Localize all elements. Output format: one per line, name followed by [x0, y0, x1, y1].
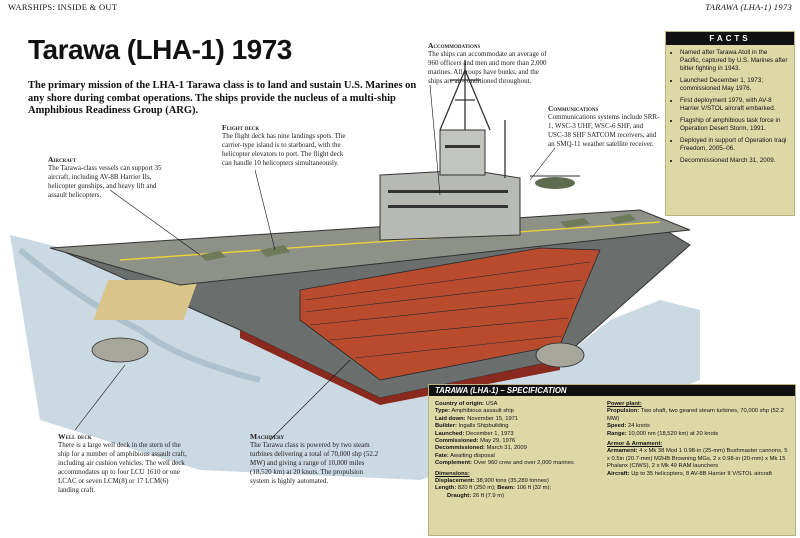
spec-row: Decommissioned: March 31, 2009 — [435, 445, 527, 452]
running-header-left: WARSHIPS: INSIDE & OUT — [8, 2, 118, 12]
callout-machinery-text: The Tarawa class is powered by two steam… — [250, 441, 379, 485]
specification-right-column: Power plant: Propulsion: Two shaft, two … — [607, 401, 789, 478]
callout-machinery-heading: Machinery — [250, 432, 285, 441]
facts-item: First deployment 1979, with AV-8 Harrier… — [680, 97, 788, 113]
spec-row: Speed: 24 knots — [607, 423, 650, 430]
callout-accommodations-heading: Accommodations — [428, 41, 481, 50]
callout-well-deck-heading: Well deck — [58, 432, 92, 441]
island-windows — [388, 145, 508, 208]
island-upper — [439, 129, 486, 176]
spec-armor-heading: Armor & Armament: — [607, 441, 663, 448]
facts-heading: FACTS — [666, 32, 794, 45]
facts-item: Deployed in support of Operation Iraqi F… — [680, 137, 788, 153]
callout-flight-deck: Flight deck The flight deck has nine lan… — [222, 123, 347, 168]
facts-item: Flagship of amphibious task force in Ope… — [680, 117, 788, 133]
callout-flight-deck-text: The flight deck has nine landings spots.… — [222, 132, 346, 167]
running-header-right: TARAWA (LHA-1) 1973 — [705, 2, 792, 12]
callout-accommodations-text: The ships can accommodate an average of … — [428, 50, 547, 85]
callout-aircraft-heading: Aircraft — [48, 155, 77, 164]
callout-communications-heading: Communications — [548, 104, 599, 113]
callout-leader-lines — [74, 84, 556, 441]
well-deck-area — [93, 280, 199, 320]
mast — [439, 60, 506, 178]
facts-item: Launched December 1, 1973; commissioned … — [680, 77, 788, 93]
spec-row: Aircraft: Up to 35 helicopters, 8 AV-8B … — [607, 470, 772, 477]
callout-aircraft-text: The Tarawa-class vessels can support 35 … — [48, 164, 162, 199]
helicopter — [530, 175, 580, 189]
spec-row: Draught: 26 ft (7.9 m) — [447, 492, 505, 499]
sea-wake — [18, 247, 261, 383]
specification-box: TARAWA (LHA-1) – SPECIFICATION Country o… — [428, 384, 796, 536]
spec-row: Complement: Over 960 crew and over 2,000… — [435, 460, 574, 467]
facts-box: FACTS Named after Tarawa Atoll in the Pa… — [665, 31, 795, 216]
spec-row: Fate: Awaiting disposal — [435, 452, 495, 459]
facts-item: Named after Tarawa Atoll in the Pacific,… — [680, 49, 788, 73]
intro-paragraph: The primary mission of the LHA-1 Tarawa … — [28, 80, 417, 116]
spec-row: Displacement: 38,900 tons (35,289 tonnes… — [435, 478, 549, 485]
spec-row: Launched: December 1, 1973 — [435, 430, 514, 437]
callout-well-deck-text: There is a large well deck in the stern … — [58, 441, 187, 494]
callout-accommodations: Accommodations The ships can accommodate… — [428, 41, 553, 86]
spec-row: Country of origin: USA — [435, 401, 498, 407]
callout-communications-text: Communications systems include SRR-1, WS… — [548, 113, 660, 148]
spec-row: Type: Amphibious assault ship — [435, 408, 514, 415]
deck-aircraft — [200, 214, 636, 261]
facts-item: Decommissioned March 31, 2009. — [680, 157, 788, 165]
spec-row: Length: 820 ft (250 m); Beam: 106 ft (32… — [435, 485, 552, 492]
spec-row: Builder: Ingalls Shipbuilding — [435, 423, 509, 430]
specification-heading: TARAWA (LHA-1) – SPECIFICATION — [429, 385, 795, 397]
callout-well-deck: Well deck There is a large well deck in … — [58, 432, 188, 495]
page-title: Tarawa (LHA-1) 1973 — [28, 34, 292, 65]
spec-row: Propulsion: Two shaft, two geared steam … — [607, 408, 784, 422]
callout-machinery: Machinery The Tarawa class is powered by… — [250, 432, 380, 486]
spec-row: Commissioned: May 29, 1976 — [435, 438, 516, 445]
spec-power-heading: Power plant: — [607, 401, 642, 407]
landing-craft — [91, 337, 585, 368]
spec-row: Laid down: November 15, 1971 — [435, 415, 519, 422]
spec-row: Range: 10,000 nm (18,520 km) at 20 knots — [607, 430, 719, 437]
hull-waterline — [240, 330, 560, 405]
callout-communications: Communications Communications systems in… — [548, 104, 660, 149]
callout-aircraft: Aircraft The Tarawa-class vessels can su… — [48, 155, 166, 200]
spec-dimensions-heading: Dimensions: — [435, 470, 470, 477]
facts-list: Named after Tarawa Atoll in the Pacific,… — [666, 49, 794, 165]
cutaway-decks — [304, 261, 591, 359]
spec-row: Armament: 4 x Mk 38 Mod 1 0.98-in (25-mm… — [607, 448, 788, 470]
specification-left-column: Country of origin: USA Type: Amphibious … — [435, 401, 610, 500]
callout-flight-deck-heading: Flight deck — [222, 123, 260, 132]
